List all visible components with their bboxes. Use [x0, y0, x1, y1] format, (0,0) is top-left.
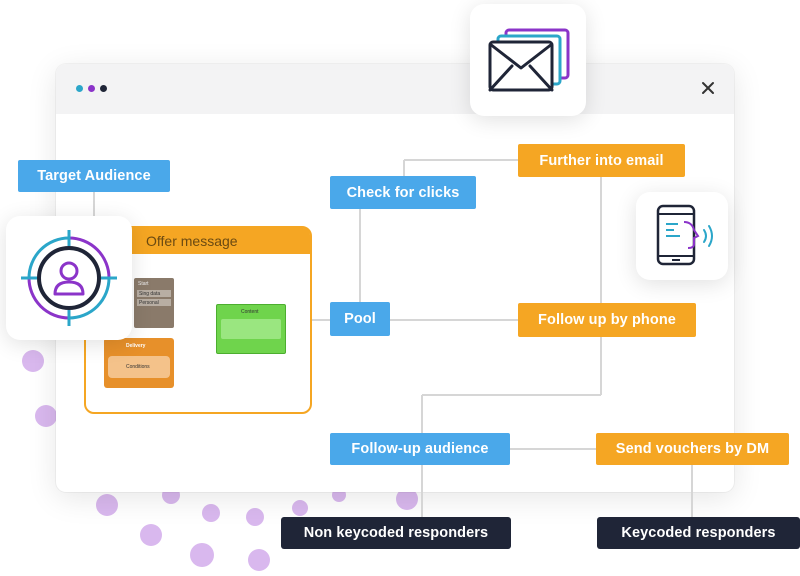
window-dot	[100, 85, 107, 92]
phone-voice-icon	[656, 204, 713, 266]
delivery-card-title: Delivery	[126, 343, 146, 349]
start-card-line-label: Sing data	[139, 291, 161, 297]
delivery-card-body	[108, 356, 170, 378]
window-dot	[88, 85, 95, 92]
target-user-card	[6, 216, 132, 340]
content-card-field	[221, 319, 281, 339]
start-card[interactable]: Start Sing data Personal	[134, 278, 174, 328]
decor-dot	[140, 524, 162, 546]
delivery-card-body-label: Conditions	[126, 364, 150, 370]
decor-dot	[246, 508, 264, 526]
phone-card	[636, 192, 728, 280]
decor-dot	[22, 350, 44, 372]
start-card-line	[137, 290, 171, 297]
window-titlebar	[56, 64, 734, 114]
node-non-keycoded-responders[interactable]: Non keycoded responders	[281, 517, 511, 549]
node-keycoded-responders[interactable]: Keycoded responders	[597, 517, 800, 549]
target-user-icon	[21, 230, 117, 326]
start-card-title: Start	[138, 281, 149, 287]
node-pool[interactable]: Pool	[330, 302, 390, 336]
email-card	[470, 4, 586, 116]
envelope-stack-icon	[488, 28, 570, 92]
decor-dot	[396, 488, 418, 510]
node-target-audience[interactable]: Target Audience	[18, 160, 170, 192]
close-icon[interactable]	[696, 76, 720, 100]
start-card-line	[137, 299, 171, 306]
node-follow-up-by-phone[interactable]: Follow up by phone	[518, 303, 696, 337]
decor-dot	[292, 500, 308, 516]
decor-dot	[35, 405, 57, 427]
node-follow-up-audience[interactable]: Follow-up audience	[330, 433, 510, 465]
node-check-for-clicks[interactable]: Check for clicks	[330, 176, 476, 209]
window-dot	[76, 85, 83, 92]
decor-dot	[190, 543, 214, 567]
delivery-card[interactable]: Delivery Conditions	[104, 338, 174, 388]
decor-dot	[96, 494, 118, 516]
decor-dot	[248, 549, 270, 571]
node-send-vouchers-by-dm[interactable]: Send vouchers by DM	[596, 433, 789, 465]
node-further-into-email[interactable]: Further into email	[518, 144, 685, 177]
decor-dot	[202, 504, 220, 522]
start-card-line-label: Personal	[139, 300, 159, 306]
content-card-title: Content	[241, 309, 259, 315]
content-card[interactable]: Content	[216, 304, 286, 354]
